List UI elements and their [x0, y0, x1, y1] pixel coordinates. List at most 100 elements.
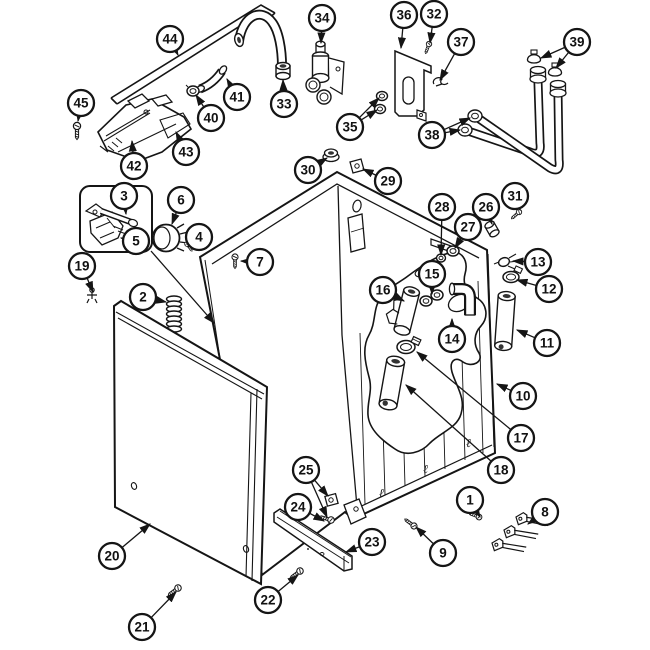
callout-9: 9	[415, 526, 458, 568]
callout-15-circle	[417, 259, 447, 289]
screw-45	[72, 121, 82, 141]
callout-37-number: 37	[453, 35, 468, 50]
callout-42-circle	[119, 151, 149, 181]
callout-6: 6	[166, 185, 196, 226]
callout-25-circle	[291, 455, 321, 485]
callout-7-number: 7	[256, 255, 264, 270]
callout-30-leader	[315, 157, 328, 168]
callout-35-leader	[360, 109, 378, 121]
callout-32: 32	[419, 0, 449, 45]
callout-17-circle	[506, 423, 536, 453]
spacer-26	[484, 220, 500, 238]
callout-14: 14	[437, 317, 467, 354]
callout-13-number: 13	[530, 255, 546, 270]
callout-29-number: 29	[380, 174, 395, 189]
callout-28: 28	[427, 192, 457, 257]
callout-27-circle	[453, 212, 483, 242]
hose-clamp-17	[396, 335, 422, 355]
callout-21-number: 21	[134, 620, 150, 635]
callout-24: 24	[283, 492, 326, 522]
callout-38-circle	[417, 120, 447, 150]
callout-16-leader	[392, 292, 406, 302]
callout-15: 15	[417, 259, 447, 296]
callout-13-circle	[523, 247, 553, 277]
callout-1-number: 1	[466, 493, 474, 508]
callout-22: 22	[253, 574, 299, 615]
screw-9	[402, 516, 419, 531]
callout-31: 31	[500, 181, 530, 212]
callout-39-circle	[562, 27, 592, 57]
callout-36-circle	[389, 0, 419, 30]
screw-22	[287, 565, 306, 582]
callout-30-number: 30	[300, 163, 315, 178]
callout-37-leader	[439, 53, 456, 82]
callout-17: 17	[416, 351, 536, 453]
callout-12-leader	[515, 278, 537, 287]
hose-coupling-upper	[529, 65, 567, 98]
callout-35-number: 35	[342, 120, 358, 135]
drain-hose	[233, 9, 287, 67]
mounting-bracket	[394, 49, 432, 122]
callout-layer: 1234567891011121314151617181920212223242…	[66, 0, 592, 642]
timer-knob	[151, 223, 189, 253]
callout-29-circle	[373, 166, 403, 196]
callout-38-leader	[444, 127, 462, 136]
callout-40-circle	[196, 103, 226, 133]
callout-19-circle	[67, 251, 97, 281]
callout-33-number: 33	[276, 97, 292, 112]
callout-32-number: 32	[426, 7, 441, 22]
callout-6-circle	[166, 185, 196, 215]
spring	[165, 295, 183, 333]
callout-42: 42	[119, 139, 149, 181]
callout-17-leader	[416, 351, 512, 431]
callout-44-number: 44	[162, 32, 178, 47]
callout-28-circle	[427, 192, 457, 222]
callout-28-number: 28	[434, 200, 450, 215]
hose-tube-11	[493, 290, 516, 352]
callout-36-number: 36	[396, 8, 412, 23]
callout-26-number: 26	[478, 200, 494, 215]
hole-mark: ℓ	[379, 486, 384, 500]
callout-6-number: 6	[177, 193, 185, 208]
callout-38: 38	[417, 117, 472, 150]
callout-25-leader	[313, 479, 329, 497]
callout-43: 43	[171, 130, 201, 167]
callout-29-leader	[361, 168, 377, 178]
callout-16-circle	[368, 275, 398, 305]
callout-42-number: 42	[126, 159, 141, 174]
callout-30: 30	[293, 155, 328, 185]
callout-38-leader	[443, 117, 472, 131]
callout-24-leader	[309, 512, 326, 522]
switch-assembly	[84, 203, 139, 246]
callout-3: 3	[109, 181, 139, 216]
callout-41-circle	[222, 82, 252, 112]
callout-34: 34	[307, 3, 337, 45]
callout-20-leader	[121, 523, 151, 549]
callout-15-number: 15	[424, 267, 440, 282]
callout-43-circle	[171, 137, 201, 167]
callout-16: 16	[368, 275, 406, 305]
front-panel	[112, 299, 269, 586]
callout-10: 10	[495, 381, 538, 411]
callout-35-leader	[358, 97, 380, 119]
callout-42-leader	[128, 139, 137, 154]
callout-40-leader	[195, 94, 206, 108]
callout-33: 33	[269, 78, 299, 119]
callout-18: 18	[405, 384, 516, 485]
callout-44-circle	[155, 24, 185, 54]
callout-5-circle	[121, 226, 151, 256]
callout-9-leader	[415, 526, 435, 545]
callout-2-leader	[154, 295, 168, 304]
callout-19-number: 19	[74, 259, 89, 274]
hose-ferrule	[275, 61, 291, 81]
callout-12: 12	[515, 274, 564, 304]
callout-25-number: 25	[298, 463, 314, 478]
callout-11-number: 11	[540, 336, 555, 351]
callout-7: 7	[239, 247, 275, 277]
fitting-13	[493, 253, 519, 270]
callout-17-number: 17	[513, 431, 528, 446]
callout-10-number: 10	[515, 389, 530, 404]
callout-23-circle	[357, 527, 387, 557]
hose-caps	[526, 49, 563, 77]
